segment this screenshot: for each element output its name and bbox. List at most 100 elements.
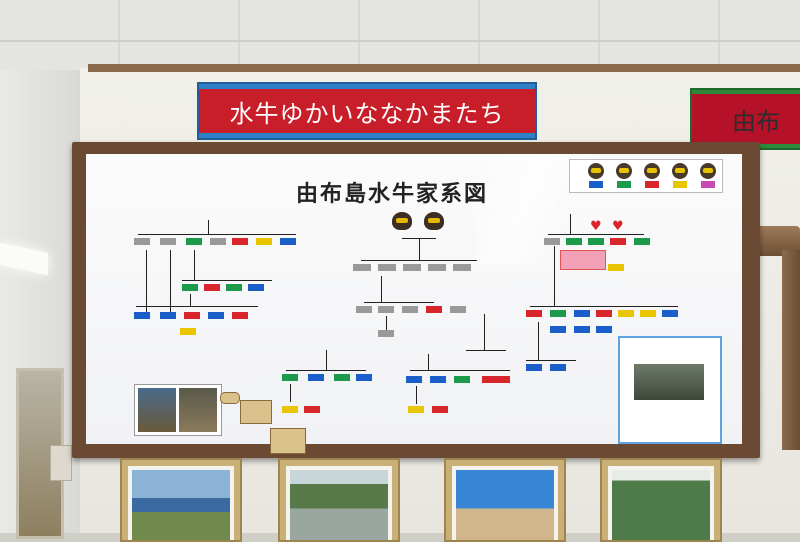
framed-photo bbox=[444, 458, 566, 542]
banner-left: 水牛ゆかいななかまたち bbox=[197, 82, 537, 140]
tree-tag bbox=[428, 264, 446, 271]
tree-tag bbox=[454, 376, 470, 383]
photo-image bbox=[179, 388, 217, 432]
tree-line bbox=[484, 314, 485, 350]
tree-line bbox=[554, 246, 555, 306]
tree-tag bbox=[204, 284, 220, 291]
tree-tag bbox=[432, 406, 448, 413]
notice-photo bbox=[634, 364, 704, 400]
tree-line bbox=[286, 370, 366, 371]
family-tree-board: 由布島水牛家系図 bbox=[86, 154, 742, 444]
legend-tag bbox=[673, 181, 687, 188]
tree-line bbox=[136, 306, 258, 307]
tree-tag bbox=[308, 374, 324, 381]
photo-image bbox=[290, 470, 388, 540]
buffalo-head-icon bbox=[424, 212, 444, 230]
wooden-tag bbox=[220, 392, 240, 404]
tree-tag bbox=[566, 238, 582, 245]
legend bbox=[569, 159, 723, 193]
tree-tag bbox=[378, 264, 396, 271]
tree-tag bbox=[208, 312, 224, 319]
tree-tag bbox=[550, 364, 566, 371]
ceiling bbox=[0, 0, 800, 70]
tree-tag bbox=[482, 376, 510, 383]
tree-tag bbox=[334, 374, 350, 381]
tree-line bbox=[570, 214, 571, 234]
wooden-tag bbox=[270, 428, 306, 454]
tree-line bbox=[208, 220, 209, 234]
tree-line bbox=[361, 260, 477, 261]
framed-photo bbox=[120, 458, 242, 542]
tree-tag bbox=[182, 284, 198, 291]
tree-line bbox=[381, 276, 382, 302]
framed-photo bbox=[278, 458, 400, 542]
tree-line bbox=[182, 280, 272, 281]
tree-tag bbox=[430, 376, 446, 383]
tree-tag bbox=[450, 306, 466, 313]
legend-tag bbox=[589, 181, 603, 188]
buffalo-head-icon bbox=[588, 163, 604, 179]
tree-line bbox=[428, 354, 429, 370]
wall-rail bbox=[88, 64, 800, 72]
photo-image bbox=[612, 470, 710, 540]
banner-right: 由布 bbox=[690, 88, 800, 150]
tree-line bbox=[194, 250, 195, 280]
tree-tag bbox=[353, 264, 371, 271]
tree-tag bbox=[256, 238, 272, 245]
photo-card bbox=[134, 384, 222, 436]
tree-line bbox=[526, 360, 576, 361]
tree-tag bbox=[608, 264, 624, 271]
tree-tag bbox=[282, 374, 298, 381]
tree-tag bbox=[526, 310, 542, 317]
heart-icon: ♥ bbox=[590, 219, 602, 234]
tree-line bbox=[416, 386, 417, 404]
tree-tag bbox=[574, 310, 590, 317]
tree-tag bbox=[304, 406, 320, 413]
tree-tag bbox=[406, 376, 422, 383]
legend-tag bbox=[617, 181, 631, 188]
tree-tag bbox=[526, 364, 542, 371]
tree-line bbox=[548, 234, 644, 235]
tree-line bbox=[138, 234, 296, 235]
tree-tag bbox=[248, 284, 264, 291]
tree-line bbox=[364, 302, 434, 303]
tree-line bbox=[538, 322, 539, 360]
tree-tag bbox=[186, 238, 202, 245]
tree-tag bbox=[426, 306, 442, 313]
tree-tag bbox=[403, 264, 421, 271]
tree-tag bbox=[356, 306, 372, 313]
banner-left-text: 水牛ゆかいななかまたち bbox=[199, 89, 535, 133]
tree-tag bbox=[232, 238, 248, 245]
tree-tag bbox=[356, 374, 372, 381]
tree-tag bbox=[282, 406, 298, 413]
tree-tag bbox=[550, 310, 566, 317]
tree-line bbox=[146, 250, 147, 312]
tree-line bbox=[326, 350, 327, 370]
tree-tag bbox=[402, 306, 418, 313]
tree-tag bbox=[180, 328, 196, 335]
wall-switch[interactable] bbox=[50, 445, 72, 481]
buffalo-head-icon bbox=[616, 163, 632, 179]
tree-tag bbox=[378, 330, 394, 337]
tree-tag bbox=[378, 306, 394, 313]
tree-tag bbox=[662, 310, 678, 317]
wood-post bbox=[782, 250, 800, 450]
tree-tag bbox=[634, 238, 650, 245]
tree-tag bbox=[134, 238, 150, 245]
buffalo-head-icon bbox=[672, 163, 688, 179]
tree-tag bbox=[408, 406, 424, 413]
tree-tag bbox=[544, 238, 560, 245]
board-title: 由布島水牛家系図 bbox=[296, 182, 489, 207]
tree-tag bbox=[610, 238, 626, 245]
wooden-tag bbox=[240, 400, 272, 424]
tree-line bbox=[190, 294, 191, 306]
buffalo-head-icon bbox=[392, 212, 412, 230]
legend-tag bbox=[645, 181, 659, 188]
photo-image bbox=[132, 470, 230, 540]
tree-tag bbox=[453, 264, 471, 271]
tree-tag bbox=[232, 312, 248, 319]
tree-tag bbox=[160, 238, 176, 245]
family-tree-board-frame: 由布島水牛家系図 bbox=[72, 142, 760, 458]
tree-tag bbox=[618, 310, 634, 317]
photo-image bbox=[138, 388, 176, 432]
